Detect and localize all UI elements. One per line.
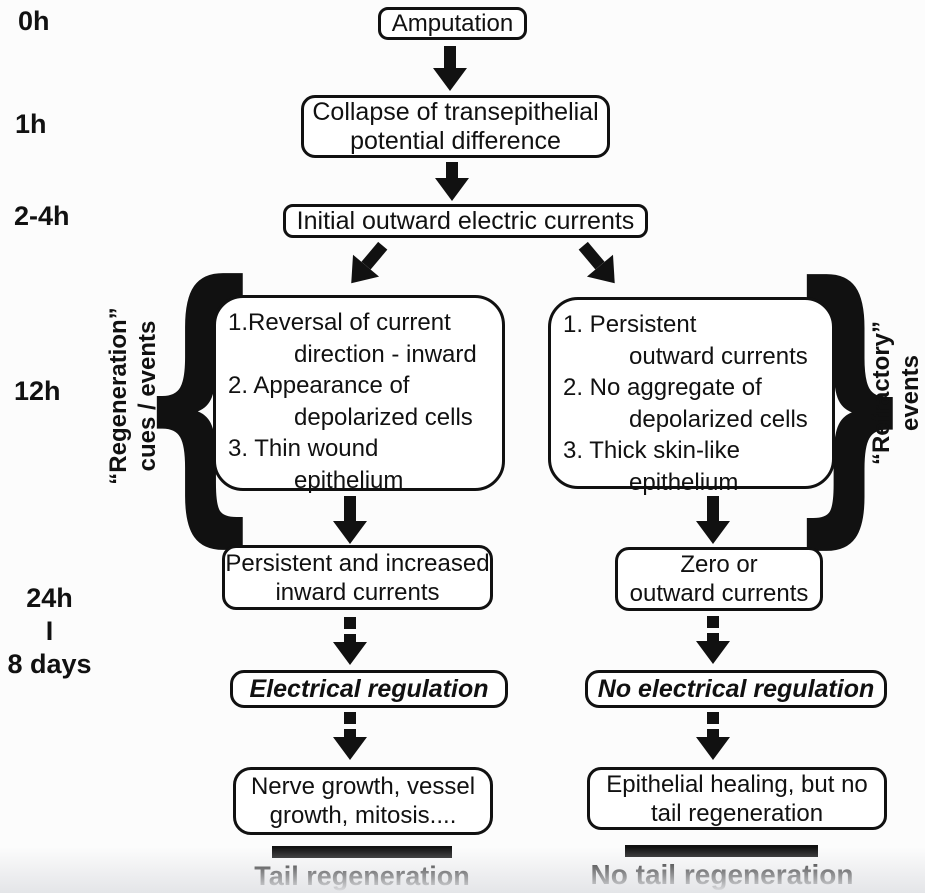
persistent-currents-line2: inward currents — [275, 578, 440, 606]
arrow-dash — [344, 712, 356, 724]
diagonal-arrow-left-icon — [338, 235, 396, 295]
dashed-down-arrow-icon — [696, 616, 730, 664]
regeneration-side-label-line2: cues / events — [134, 320, 161, 472]
arrow-dash — [707, 616, 719, 628]
arrow-stem — [707, 633, 719, 641]
arrow-dash — [707, 712, 719, 724]
zero-outward-currents-box: Zero or outward currents — [615, 547, 823, 611]
refractory-event-line: epithelium — [629, 468, 739, 496]
regeneration-events-box: 1.Reversal of current direction - inward… — [213, 295, 505, 494]
regeneration-side-label-line1: “Regeneration” — [105, 307, 132, 485]
arrow-head — [333, 521, 367, 544]
refractory-side-label-line2: events — [897, 354, 924, 432]
arrow-stem — [344, 729, 356, 737]
down-arrow-icon — [696, 496, 730, 544]
nerve-growth-line2: growth, mitosis.... — [269, 802, 457, 829]
persistent-currents-line1: Persistent and increased — [225, 549, 490, 577]
timeline-label-8days: 8 days — [7, 649, 92, 679]
amputation-label: Amputation — [391, 10, 514, 37]
zero-currents-line2: outward currents — [629, 580, 809, 607]
initial-currents-box: Initial outward electric currents — [283, 204, 648, 238]
arrow-head — [435, 178, 469, 201]
refractory-event-line: 2. No aggregate of — [563, 374, 762, 401]
tail-regeneration-bar — [272, 846, 452, 858]
collapse-box: Collapse of transepithelial potential di… — [301, 95, 610, 158]
arrow-stem — [707, 496, 719, 521]
down-arrow-icon — [435, 162, 469, 201]
electrical-regulation-label: Electrical regulation — [249, 674, 489, 703]
initial-currents-label: Initial outward electric currents — [296, 206, 635, 235]
amputation-box: Amputation — [378, 7, 527, 40]
epithelial-healing-box: Epithelial healing, but no tail regenera… — [587, 767, 887, 830]
timeline-connector: I — [45, 616, 54, 646]
regeneration-event-line: depolarized cells — [294, 403, 473, 431]
persistent-inward-currents-box: Persistent and increased inward currents — [222, 545, 493, 610]
epithelial-healing-line1: Epithelial healing, but no — [606, 770, 868, 798]
arrow-stem — [707, 729, 719, 737]
refractory-event-line: 1. Persistent — [563, 311, 697, 338]
timeline-label-12h: 12h — [14, 376, 61, 406]
regeneration-side-label: “Regeneration” cues / events — [104, 281, 162, 511]
arrow-head — [696, 737, 730, 760]
refractory-event-line: outward currents — [629, 342, 808, 370]
refractory-events-box: 1. Persistent outward currents 2. No agg… — [548, 297, 835, 496]
refractory-event-line: 3. Thick skin-like — [563, 437, 740, 464]
timeline-label-1h: 1h — [15, 109, 47, 139]
timeline-label-24h: 24h — [26, 583, 73, 613]
nerve-growth-box: Nerve growth, vessel growth, mitosis.... — [233, 767, 493, 835]
arrow-head — [333, 737, 367, 760]
collapse-line1: Collapse of transepithelial — [312, 97, 599, 126]
timeline-label-24h-8days: 24h I 8 days — [2, 585, 97, 678]
tail-regeneration-label: Tail regeneration — [254, 861, 470, 891]
arrow-stem — [444, 46, 456, 68]
arrow-stem — [344, 496, 356, 521]
dashed-down-arrow-icon — [333, 617, 367, 665]
epithelial-healing-line2: tail regeneration — [650, 799, 824, 827]
regeneration-event-line: epithelium — [294, 466, 404, 494]
down-arrow-icon — [433, 46, 467, 91]
refractory-side-label-line1: “Refractory” — [868, 320, 895, 466]
arrow-stem — [446, 162, 458, 178]
timeline-label-2-4h: 2-4h — [14, 201, 70, 231]
dashed-down-arrow-icon — [333, 712, 367, 760]
collapse-line2: potential difference — [350, 126, 561, 155]
regeneration-event-line: 3. Thin wound — [228, 435, 379, 462]
arrow-head — [333, 642, 367, 665]
arrow-stem — [344, 634, 356, 642]
arrow-head — [696, 521, 730, 544]
arrow-head — [696, 641, 730, 664]
down-arrow-icon — [333, 496, 367, 544]
refractory-event-line: depolarized cells — [629, 405, 808, 433]
zero-currents-line1: Zero or — [680, 551, 758, 578]
no-electrical-regulation-box: No electrical regulation — [585, 670, 887, 708]
regeneration-event-line: 2. Appearance of — [228, 372, 410, 399]
electrical-regulation-box: Electrical regulation — [230, 670, 508, 708]
arrow-head — [433, 68, 467, 91]
timeline-label-0h: 0h — [18, 6, 50, 36]
regeneration-event-line: 1.Reversal of current — [228, 309, 451, 336]
regeneration-event-line: direction - inward — [294, 340, 477, 368]
diagonal-arrow-right-icon — [570, 235, 628, 295]
no-electrical-regulation-label: No electrical regulation — [597, 674, 875, 703]
no-tail-regeneration-bar — [625, 845, 818, 857]
no-tail-regeneration-label: No tail regeneration — [590, 859, 854, 890]
dashed-down-arrow-icon — [696, 712, 730, 760]
refractory-side-label: “Refractory” events — [867, 303, 925, 483]
nerve-growth-line1: Nerve growth, vessel — [250, 773, 476, 800]
arrow-dash — [344, 617, 356, 629]
